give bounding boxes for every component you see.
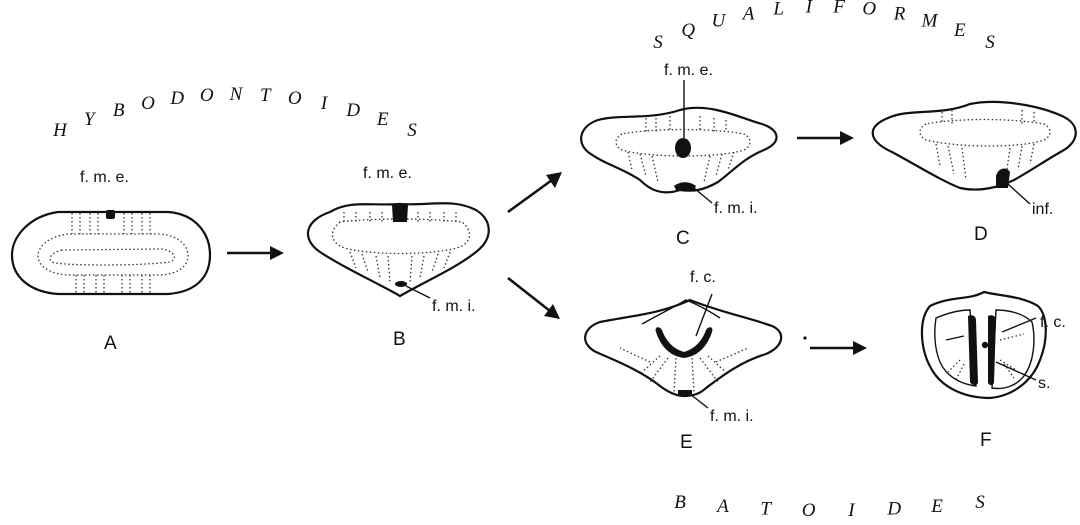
hybodontoides-title-letter: S [407, 120, 417, 141]
specimen-a: f. m. e. A [10, 169, 212, 354]
batoides-title-letter: O [802, 500, 816, 521]
specimen-e: f. c. f. m. i. E [584, 269, 783, 453]
squaliformes-title-letter: L [772, 0, 784, 20]
specimen-b-radial-lamellae [343, 212, 457, 283]
squaliformes-title-letter: R [893, 3, 906, 24]
specimen-a-fme-label: f. m. e. [80, 169, 129, 186]
hybodontoides-title-letter: D [169, 88, 184, 109]
specimen-e-radial-lamellae [619, 347, 749, 393]
specimen-a-canal-line [49, 248, 176, 266]
batoides-title-letter: D [886, 499, 901, 520]
squaliformes-title-letter: O [862, 0, 876, 20]
specimen-a-radial-lamellae [71, 213, 151, 294]
hybodontoides-title-letter: T [260, 85, 272, 106]
squaliformes-title-letter: Q [681, 20, 695, 41]
arrow-a-to-b [227, 246, 284, 260]
specimen-a-fme-foramen [106, 210, 115, 219]
specimen-c-fme-foramen [675, 138, 691, 158]
specimen-d-radial-lamellae [935, 110, 1035, 181]
specimen-a-inner-outline [37, 233, 189, 276]
stray-dot [803, 336, 807, 340]
specimen-d-letter: D [974, 224, 988, 245]
specimen-c-fme-label: f. m. e. [664, 62, 713, 79]
specimen-d: inf. D [871, 100, 1077, 245]
squaliformes-title-letter: E [953, 20, 966, 41]
specimen-d-inf-notch [996, 168, 1010, 188]
specimen-f-s-label: s. [1038, 375, 1050, 392]
arrow-b-to-c [507, 172, 562, 214]
batoides-title-letter: I [847, 500, 856, 521]
specimen-b-letter: B [393, 329, 406, 350]
specimen-e-fc-arch [655, 327, 713, 358]
specimen-f-radial-lamellae [947, 333, 1025, 381]
hybodontoides-title-letter: D [345, 100, 360, 121]
arrow-e-to-f [810, 341, 867, 355]
specimen-c-radial-lamellae [627, 116, 735, 183]
specimen-b-fmi-label: f. m. i. [432, 298, 476, 315]
hybodontoides-title-letter: O [141, 93, 155, 114]
batoides-title-letter: E [930, 496, 943, 517]
specimen-e-fmi-foramen [678, 390, 692, 395]
specimen-a-outline [10, 210, 212, 296]
hybodontoides-title-letter: N [229, 84, 244, 105]
specimen-c-letter: C [676, 228, 690, 249]
specimen-d-inner-outline [919, 118, 1051, 147]
specimen-e-fc-label: f. c. [690, 269, 716, 286]
specimen-f-left-fc-bar [968, 315, 978, 385]
hybodontoides-title-letter: Y [84, 109, 97, 130]
specimen-b-fmi-foramen [395, 281, 407, 287]
specimen-e-centrum-arc [641, 299, 721, 325]
batoides-title-letter: S [975, 492, 985, 513]
specimen-b-fme-label: f. m. e. [363, 165, 412, 182]
specimen-e-letter: E [680, 432, 693, 453]
specimen-c: f. m. e. f. m. i. C [580, 62, 778, 249]
arrow-b-to-e [507, 276, 560, 319]
specimen-f: f. c. s. F [920, 290, 1066, 451]
specimen-b: f. m. e. f. m. i. B [306, 165, 490, 350]
specimen-b-fme-foramen [392, 205, 408, 222]
hybodontoides-title-letter: O [200, 85, 214, 106]
specimen-c-fmi-foramen [674, 182, 696, 190]
arrow-c-to-d [797, 131, 854, 145]
specimen-f-fc-label: f. c. [1040, 314, 1066, 331]
squaliformes-title-letter: M [921, 11, 939, 32]
specimen-f-letter: F [980, 430, 992, 451]
specimen-b-outline [306, 202, 490, 298]
specimen-e-outline [584, 298, 783, 398]
specimen-b-inner-outline [331, 218, 471, 255]
squaliformes-title-letter: S [985, 32, 995, 53]
batoides-title-letter: B [674, 492, 686, 513]
specimen-f-center-dot [981, 341, 989, 349]
hybodontoides-title-letter: O [288, 88, 302, 109]
hybodontoides-title-letter: I [320, 93, 329, 114]
specimen-f-right-plate [991, 309, 1035, 390]
specimen-d-outline [871, 100, 1077, 191]
specimen-f-right-fc-bar [988, 315, 996, 385]
squaliformes-title-letter: I [805, 0, 814, 17]
batoides-title-letter: A [715, 496, 729, 517]
squaliformes-title-letter: F [832, 0, 845, 17]
hybodontoides-title-letter: E [376, 109, 389, 130]
specimen-d-inf-label: inf. [1032, 201, 1053, 218]
hybodontoides-title-letter: B [113, 100, 125, 121]
specimen-c-fmi-label: f. m. i. [714, 200, 758, 217]
specimen-e-fmi-label: f. m. i. [710, 408, 754, 425]
batoides-title-letter: T [760, 499, 772, 520]
squaliformes-title-letter: A [741, 3, 755, 24]
squaliformes-title-letter: S [653, 32, 663, 53]
specimen-a-letter: A [104, 333, 117, 354]
hybodontoides-title-letter: H [52, 120, 68, 141]
squaliformes-title-letter: U [712, 11, 727, 32]
